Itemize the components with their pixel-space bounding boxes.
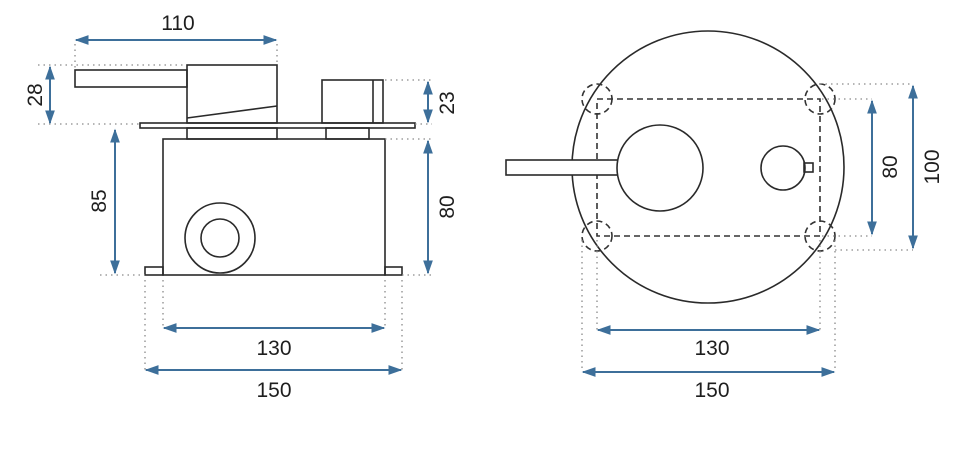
dim-label-80: 80 bbox=[879, 155, 902, 178]
front-extension-lines bbox=[581, 83, 913, 372]
lever bbox=[74, 69, 188, 88]
mixer-knob bbox=[616, 124, 704, 212]
side-dimensions: 110 28 23 85 80 130 150 bbox=[24, 12, 459, 402]
front-dimensions: 80 100 130 150 bbox=[581, 84, 944, 402]
dim-label-130: 130 bbox=[256, 337, 291, 360]
left-foot bbox=[144, 266, 164, 276]
dim-label-130: 130 bbox=[694, 337, 729, 360]
handle-slant-line bbox=[186, 105, 278, 119]
dim-label-85: 85 bbox=[88, 189, 111, 212]
mixer-handle-body bbox=[186, 64, 278, 124]
front-view-outline bbox=[505, 30, 845, 304]
dim-label-110: 110 bbox=[161, 12, 194, 35]
diverter-tab bbox=[803, 162, 814, 173]
front-view: 80 100 130 150 bbox=[505, 30, 944, 402]
corner-arc bbox=[581, 83, 613, 115]
dim-label-80: 80 bbox=[436, 195, 459, 218]
side-view: 110 28 23 85 80 130 150 bbox=[24, 12, 459, 402]
mixer-stem bbox=[186, 127, 278, 140]
diverter-knob bbox=[321, 79, 384, 124]
dim-label-100: 100 bbox=[921, 149, 944, 184]
side-extension-lines bbox=[38, 44, 432, 370]
diverter-stem bbox=[325, 127, 370, 140]
right-foot bbox=[384, 266, 403, 276]
lever bbox=[505, 159, 619, 176]
dim-label-150: 150 bbox=[256, 379, 291, 402]
side-view-outline bbox=[74, 64, 416, 276]
concealed-box bbox=[162, 138, 386, 276]
dim-label-28: 28 bbox=[24, 83, 47, 106]
outlet-inner-ring bbox=[200, 218, 240, 258]
diverter-knob bbox=[760, 145, 806, 191]
dim-label-23: 23 bbox=[436, 91, 459, 114]
dim-label-150: 150 bbox=[694, 379, 729, 402]
outlet-outer-ring bbox=[184, 202, 256, 274]
